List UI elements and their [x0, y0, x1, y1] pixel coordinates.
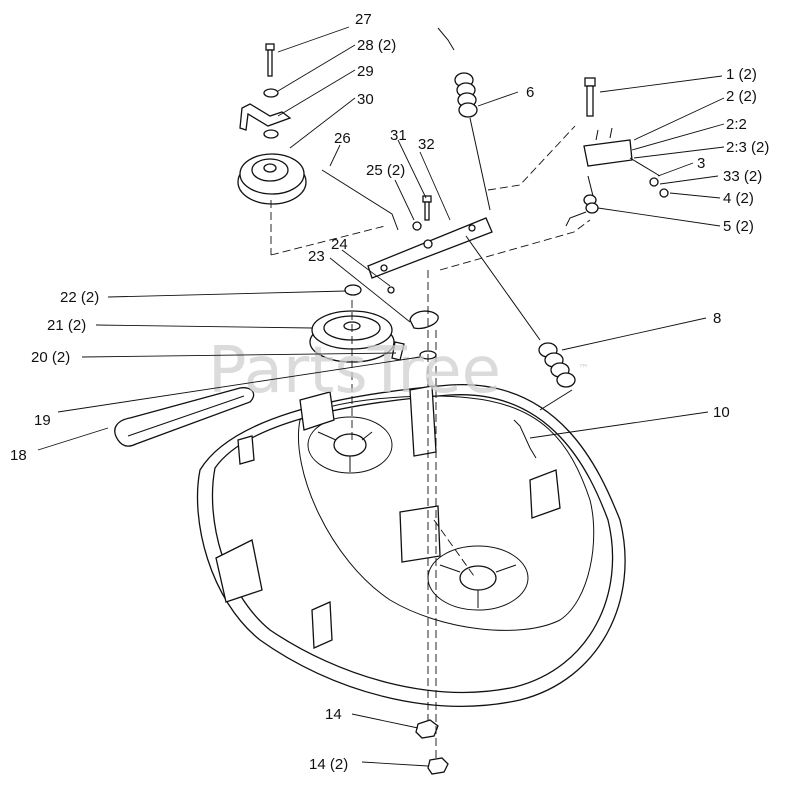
pin-3 [629, 157, 661, 177]
rod-26 [321, 169, 399, 231]
callout-6: 6 [526, 84, 534, 101]
assembly-lines [270, 125, 591, 760]
washer-28b [263, 129, 279, 139]
spring-5 [565, 175, 599, 227]
callout-31: 31 [390, 127, 407, 144]
callout-23: 23 [308, 248, 325, 265]
callout-18: 18 [10, 447, 27, 464]
rod-10 [513, 419, 537, 459]
nut-14 [415, 719, 439, 739]
drive-belt [114, 387, 255, 447]
callout-labels: 27 28 (2) 29 30 26 31 32 25 (2) 24 23 22… [10, 11, 769, 773]
callout-19: 19 [34, 412, 51, 429]
idler-pulley-30 [237, 153, 307, 205]
callout-8: 8 [713, 310, 721, 327]
idler-arm-32 [367, 217, 493, 279]
callout-20: 20 (2) [31, 349, 70, 366]
leader-lines [37, 26, 725, 767]
bolt-1 [584, 77, 596, 117]
callout-2-2: 2:2 [726, 116, 747, 133]
callout-33: 33 (2) [723, 168, 762, 185]
spring-6 [437, 27, 491, 211]
callout-3: 3 [697, 155, 705, 172]
callout-24: 24 [331, 236, 348, 253]
callout-10: 10 [713, 404, 730, 421]
nut-22 [344, 284, 362, 296]
bracket-2 [583, 139, 633, 167]
callout-14-2: 14 (2) [309, 756, 348, 773]
callout-22: 22 (2) [60, 289, 99, 306]
arm-23 [409, 310, 439, 330]
mower-deck [196, 384, 626, 707]
watermark: PartsTree [208, 334, 501, 408]
callout-5: 5 (2) [723, 218, 754, 235]
callout-21: 21 (2) [47, 317, 86, 334]
callout-25: 25 (2) [366, 162, 405, 179]
callout-27: 27 [355, 11, 372, 28]
callout-26: 26 [334, 130, 351, 147]
nut-4 [659, 188, 669, 198]
nut-14b [427, 757, 449, 775]
callout-14: 14 [325, 706, 342, 723]
nut-24 [387, 286, 395, 294]
callout-1: 1 (2) [726, 66, 757, 83]
watermark-tm: ™ [578, 362, 589, 375]
callout-2: 2 (2) [726, 88, 757, 105]
washer-28 [263, 88, 279, 98]
nut-25 [412, 221, 422, 231]
callout-28: 28 (2) [357, 37, 396, 54]
callout-2-3: 2:3 (2) [726, 139, 769, 156]
bracket-29 [239, 103, 292, 131]
callout-30: 30 [357, 91, 374, 108]
callout-32: 32 [418, 136, 435, 153]
bolt-27 [265, 43, 275, 77]
callout-29: 29 [357, 63, 374, 80]
washer-33 [649, 177, 659, 187]
spring-8 [465, 235, 576, 411]
callout-4: 4 (2) [723, 190, 754, 207]
bolt-31 [422, 195, 432, 221]
